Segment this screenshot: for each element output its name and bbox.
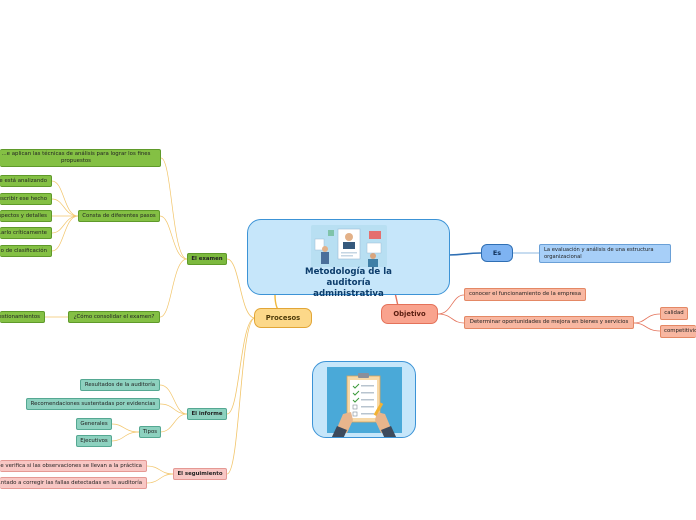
objetivo-item-1[interactable]: conocer el funcionamiento de la empresa bbox=[464, 288, 586, 301]
objetivo-sub-competitividad[interactable]: competitividad bbox=[660, 325, 696, 338]
examen-consta[interactable]: Consta de diferentes pasos bbox=[78, 210, 160, 222]
informe-tipos[interactable]: Tipos bbox=[139, 426, 161, 438]
team-illustration-icon bbox=[311, 225, 387, 267]
procesos-topic[interactable]: Procesos bbox=[254, 308, 312, 328]
informe-topic[interactable]: El informe bbox=[187, 408, 227, 420]
examen-topic[interactable]: El examen bbox=[187, 253, 227, 265]
checklist-illustration-icon bbox=[312, 361, 416, 438]
informe-recomendaciones[interactable]: Recomendaciones sustentadas por evidenci… bbox=[26, 398, 160, 410]
informe-resultados[interactable]: Resultados de la auditoría bbox=[80, 379, 160, 391]
informe-tipo-ejecutivos[interactable]: Ejecutivos bbox=[76, 435, 112, 447]
es-topic[interactable]: Es bbox=[481, 244, 513, 262]
es-definition[interactable]: La evaluación y análisis de una estructu… bbox=[539, 244, 671, 263]
objetivo-item-2[interactable]: Determinar oportunidades de mejora en bi… bbox=[464, 316, 634, 329]
examen-paso-4[interactable]: ...arlo críticamente bbox=[0, 227, 52, 239]
examen-consolidar[interactable]: ¿Cómo consolidar el examen? bbox=[68, 311, 160, 323]
seguimiento-verifica[interactable]: ...e verifica si las observaciones se ll… bbox=[0, 460, 147, 472]
examen-paso-1[interactable]: ...se está analizando bbox=[0, 175, 52, 187]
central-topic-title: Metodología de la auditoría administrati… bbox=[305, 267, 392, 300]
objetivo-topic[interactable]: Objetivo bbox=[381, 304, 438, 324]
objetivo-sub-calidad[interactable]: calidad bbox=[660, 307, 688, 320]
seguimiento-topic[interactable]: El seguimiento bbox=[173, 468, 227, 480]
examen-paso-5[interactable]: ...o de clasificación bbox=[0, 245, 52, 257]
seguimiento-corregir[interactable]: ...ntado a corregir las fallas detectada… bbox=[0, 477, 147, 489]
central-topic[interactable]: Metodología de la auditoría administrati… bbox=[247, 219, 450, 299]
examen-paso-2[interactable]: ...escribir ese hecho bbox=[0, 193, 52, 205]
examen-paso-3[interactable]: ...aspectos y detalles bbox=[0, 210, 52, 222]
examen-cuestionamientos[interactable]: ...estionamientos bbox=[0, 311, 45, 323]
informe-tipo-generales[interactable]: Generales bbox=[76, 418, 112, 430]
examen-tecnicas[interactable]: ...e aplican las técnicas de análisis pa… bbox=[0, 149, 161, 167]
